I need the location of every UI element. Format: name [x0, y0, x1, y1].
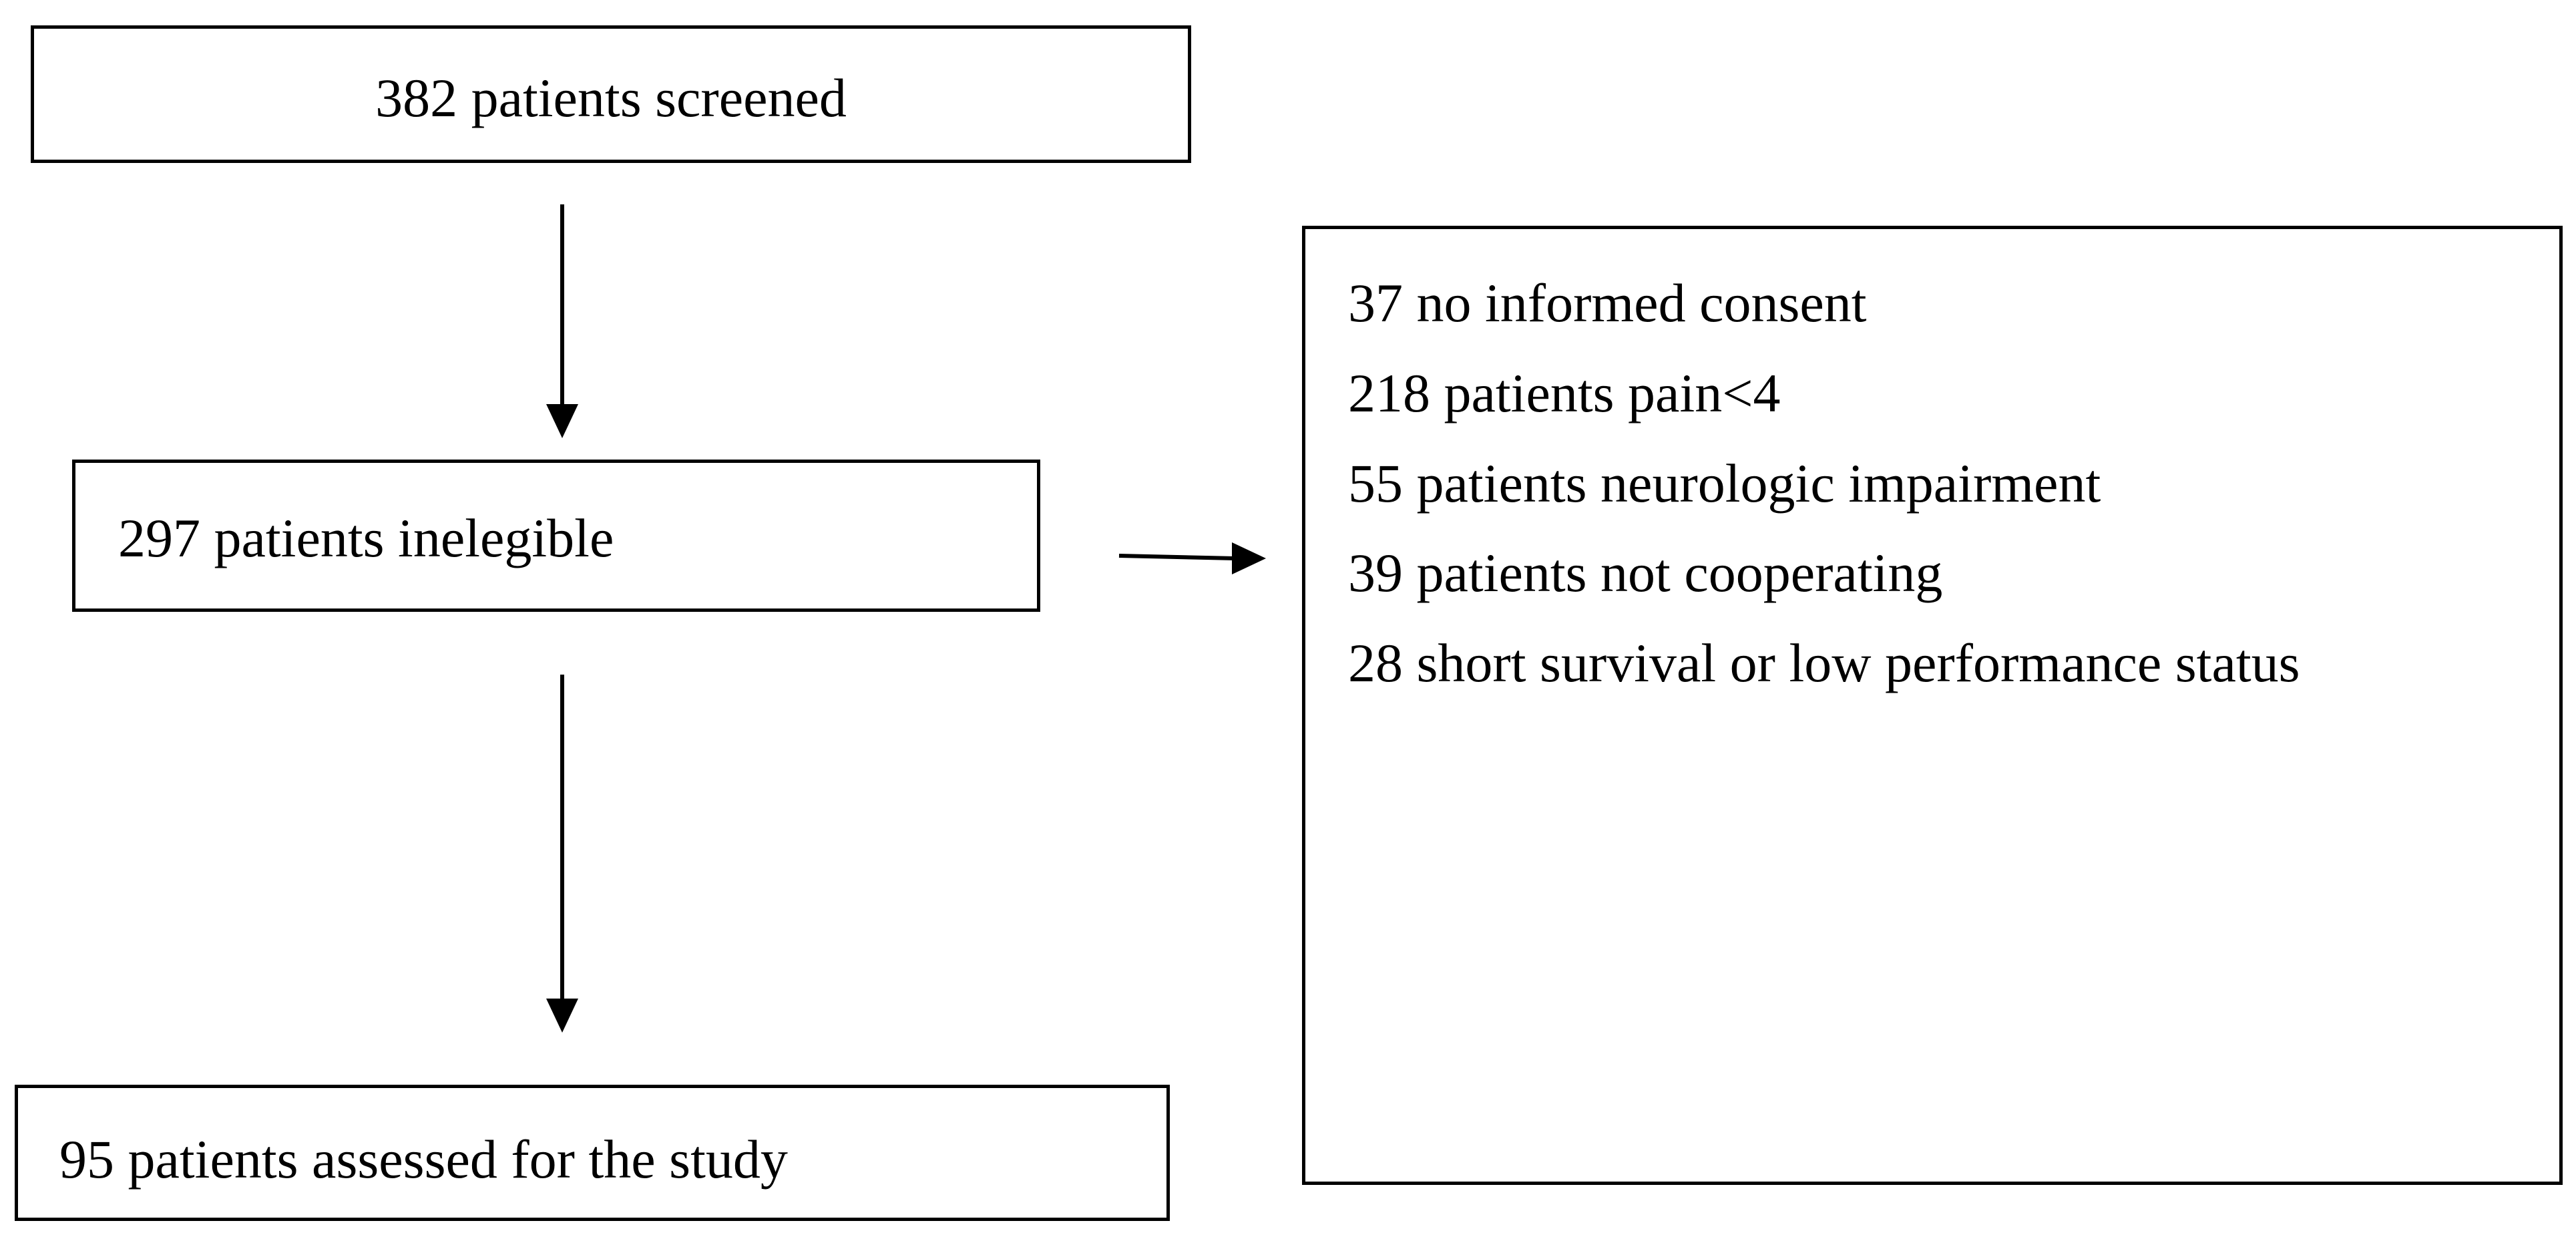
assessed-box: 95 patients assessed for the study [15, 1085, 1170, 1221]
arrow-screened-to-ineligible [546, 204, 578, 438]
exclusion-reason-pain: 218 patients pain<4 [1348, 363, 1781, 423]
arrow-ineligible-to-assessed [546, 675, 578, 1033]
exclusion-reason-short-survival: 28 short survival or low performance sta… [1348, 633, 2300, 693]
exclusion-reason-not-cooperating: 39 patients not cooperating [1348, 542, 1943, 603]
arrow-ineligible-to-exclusions [1118, 542, 1266, 574]
assessed-label: 95 patients assessed for the study [59, 1129, 788, 1190]
screened-box: 382 patients screened [31, 25, 1191, 163]
ineligible-box: 297 patients inelegible [72, 460, 1040, 612]
exclusion-reason-no-consent: 37 no informed consent [1348, 273, 1867, 333]
exclusion-reasons-box: 37 no informed consent 218 patients pain… [1302, 226, 2563, 1185]
ineligible-label: 297 patients inelegible [118, 508, 614, 568]
screened-label: 382 patients screened [375, 67, 847, 128]
exclusion-reason-neurologic: 55 patients neurologic impairment [1348, 453, 2101, 514]
